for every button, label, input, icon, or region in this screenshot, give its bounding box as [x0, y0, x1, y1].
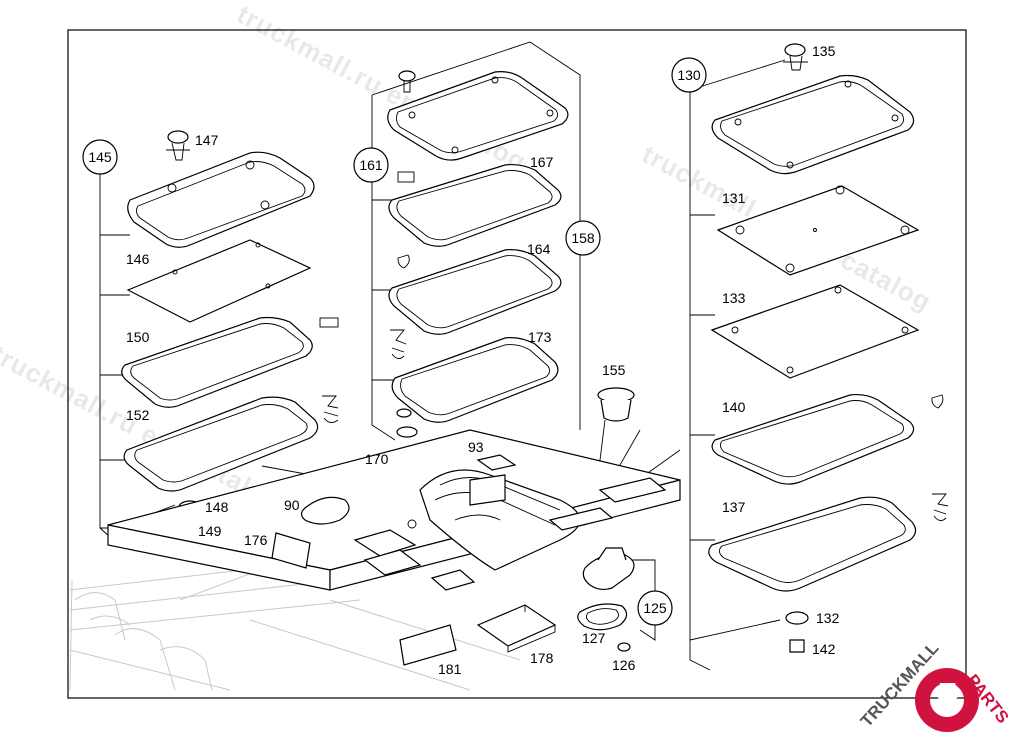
seal-140: [711, 393, 915, 485]
label-146: 146: [126, 251, 150, 267]
washer-170: [396, 426, 418, 438]
plate-133: [710, 284, 920, 379]
label-170: 170: [365, 451, 389, 467]
cap-90: [300, 496, 350, 525]
screw-147: [167, 130, 189, 144]
plate-181: [399, 624, 457, 666]
nut-142: [789, 639, 805, 653]
plate-178: [476, 604, 557, 647]
clip-132: [785, 611, 809, 625]
label-133: 133: [722, 290, 746, 306]
plate-131: [716, 185, 920, 276]
group-145: [99, 130, 339, 547]
seal-167: [388, 163, 562, 247]
label-149: 149: [198, 523, 222, 539]
callout-130: 130: [671, 57, 707, 93]
group-161: [371, 41, 581, 464]
label-148: 148: [205, 499, 229, 515]
cylinder-155: [597, 387, 635, 403]
diagram-frame: [67, 29, 967, 699]
washer-126: [617, 642, 631, 652]
label-173: 173: [528, 329, 552, 345]
label-150: 150: [126, 329, 150, 345]
gasket-146: [126, 239, 312, 323]
part-labels: 147 146 150 152 148 149 167 164 173 170 …: [126, 43, 840, 677]
screw-135: [784, 43, 806, 57]
label-152: 152: [126, 407, 150, 423]
cover-top: [387, 71, 569, 161]
chassis-background: [69, 559, 521, 691]
callout-145: 145: [82, 139, 118, 175]
seal-164: [388, 249, 562, 335]
group-130: [689, 43, 949, 671]
label-137: 137: [722, 499, 746, 515]
truckmall-parts-logo: TRUCKMALL PARTS: [857, 639, 1013, 732]
callout-label: 125: [643, 600, 667, 616]
center-assembly: [107, 387, 681, 666]
label-164: 164: [527, 241, 551, 257]
gasket-127: [577, 603, 628, 631]
label-90: 90: [284, 497, 300, 513]
plate-176: [271, 532, 311, 569]
label-140: 140: [722, 399, 746, 415]
screw-top: [398, 70, 416, 82]
label-181: 181: [438, 661, 462, 677]
callout-label: 145: [88, 149, 112, 165]
seal-frame-152: [123, 396, 319, 492]
label-178: 178: [530, 650, 554, 666]
label-131: 131: [722, 190, 746, 206]
label-167: 167: [530, 154, 554, 170]
cover-147: [127, 151, 315, 248]
seal-173: [391, 337, 559, 423]
label-142: 142: [812, 641, 836, 657]
label-176: 176: [244, 532, 268, 548]
callout-161: 161: [353, 147, 389, 183]
clip-170: [396, 408, 412, 418]
callout-label: 158: [571, 230, 595, 246]
label-135: 135: [812, 43, 836, 59]
label-132: 132: [816, 610, 840, 626]
label-126: 126: [612, 657, 636, 673]
gear-icon: [915, 668, 979, 732]
label-155: 155: [602, 362, 626, 378]
callout-125: 125: [637, 590, 673, 626]
seal-150: [121, 316, 313, 408]
plate-93: [476, 454, 517, 471]
callout-label: 161: [359, 157, 383, 173]
label-127: 127: [582, 630, 606, 646]
label-93: 93: [468, 439, 484, 455]
callout-158: 158: [565, 220, 601, 256]
cover-130: [711, 74, 915, 175]
seal-frame-137: [708, 496, 917, 592]
label-147: 147: [195, 132, 219, 148]
callout-label: 130: [677, 67, 701, 83]
